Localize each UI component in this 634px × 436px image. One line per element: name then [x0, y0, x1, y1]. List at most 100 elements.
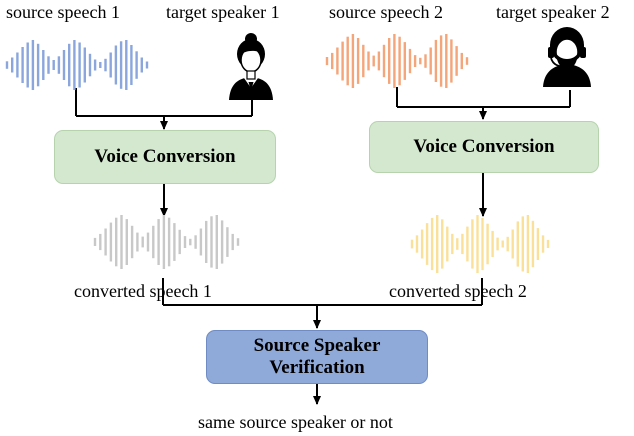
waveform-bar	[11, 57, 14, 73]
waveform-bar	[145, 61, 149, 69]
waveform-bar	[109, 52, 112, 78]
waveform-bar	[57, 56, 61, 74]
waveform-bar	[125, 219, 128, 265]
waveform-bar	[408, 48, 412, 74]
waveform-bar	[42, 50, 45, 80]
waveform-bar	[130, 225, 134, 259]
waveform-bar	[465, 57, 469, 65]
waveform-bar	[130, 45, 133, 85]
waveform-bar	[341, 41, 344, 81]
source-speaker-verification-box: Source Speaker Verification	[206, 330, 428, 384]
waveform-bar	[511, 229, 514, 259]
target-speaker-1-label: target speaker 1	[166, 2, 280, 22]
waveform-bar	[471, 219, 474, 269]
waveform-bar	[382, 44, 386, 78]
waveform-bar	[220, 220, 224, 264]
waveform-bar	[420, 229, 424, 259]
output-label: same source speaker or not	[198, 412, 393, 432]
waveform-bar	[501, 240, 504, 248]
waveform-bar	[351, 34, 355, 88]
waveform-bar	[146, 232, 150, 252]
source-speech-2-waveform	[325, 34, 469, 88]
waveform-bar	[93, 237, 97, 246]
waveform-bar	[419, 57, 422, 65]
waveform-bar	[491, 230, 494, 257]
waveform-bar	[356, 38, 360, 84]
waveform-bar	[506, 236, 509, 252]
waveform-bar	[466, 226, 469, 262]
waveform-bar	[135, 51, 138, 79]
waveform-bar	[215, 215, 218, 269]
waveform-bar	[226, 227, 229, 257]
waveform-bar	[434, 39, 438, 82]
waveform-bar	[167, 217, 171, 267]
waveform-bar	[183, 236, 187, 248]
waveform-bar	[199, 228, 203, 256]
waveform-bar	[336, 47, 339, 75]
waveform-bar	[451, 233, 454, 255]
waveform-bar	[189, 238, 192, 246]
waveform-bar	[68, 43, 71, 87]
waveform-bar	[104, 58, 107, 72]
waveform-bar	[125, 40, 128, 90]
waveform-bar	[31, 40, 35, 90]
waveform-bar	[398, 36, 401, 86]
waveform-bar	[21, 47, 24, 83]
converted-speech-1-label: converted speech 1	[74, 281, 212, 301]
waveform-bar	[441, 219, 444, 269]
waveform-bar	[496, 237, 499, 251]
waveform-bar	[119, 41, 123, 89]
waveform-bar	[173, 223, 176, 261]
waveform-bar	[425, 223, 429, 265]
waveform-bar	[99, 233, 102, 251]
waveform-bar	[194, 235, 197, 249]
waveform-bar	[446, 226, 449, 262]
waveform-bar	[413, 55, 417, 67]
waveform-bar	[140, 57, 143, 73]
waveform-bar	[461, 233, 464, 255]
waveform-bar	[331, 52, 334, 70]
waveform-bar	[152, 225, 155, 259]
waveform-bar	[114, 45, 118, 85]
waveform-bar	[541, 235, 545, 253]
waveform-bar	[429, 47, 432, 75]
waveform-bar	[516, 221, 519, 267]
source-speech-1-label: source speech 1	[6, 2, 120, 22]
waveform-bar	[88, 53, 92, 77]
waveform-bar	[521, 216, 524, 272]
waveform-bar	[136, 232, 139, 252]
waveform-bar	[99, 62, 102, 68]
source-speech-2-label: source speech 2	[329, 2, 443, 22]
waveform-bar	[450, 39, 453, 83]
verification-box-line-2: Verification	[269, 357, 365, 378]
waveform-bar	[367, 51, 370, 71]
waveform-bar	[430, 217, 434, 271]
converted-speech-1-waveform	[93, 215, 240, 269]
waveform-bar	[372, 55, 375, 67]
waveform-bar	[456, 238, 459, 250]
waveform-bar	[73, 40, 76, 90]
waveform-bar	[526, 215, 530, 273]
waveform-bar	[436, 215, 439, 273]
waveform-bar	[26, 42, 29, 88]
waveform-bar	[424, 54, 427, 68]
waveform-bar	[104, 228, 107, 256]
waveform-bar	[115, 217, 118, 267]
waveform-bar	[210, 216, 213, 268]
verification-box-line-1: Source Speaker	[253, 335, 381, 356]
source-speech-1-waveform	[5, 40, 149, 90]
waveform-bar	[455, 46, 458, 76]
waveform-bar	[388, 38, 391, 84]
converted-speech-2-waveform	[410, 215, 550, 273]
waveform-bar	[141, 236, 144, 248]
target-speaker-2-label: target speaker 2	[496, 2, 610, 22]
waveform-bar	[393, 34, 396, 88]
waveform-bar	[236, 238, 240, 246]
waveform-bar	[62, 50, 66, 80]
waveform-bar	[93, 59, 97, 71]
waveform-bar	[231, 233, 234, 251]
